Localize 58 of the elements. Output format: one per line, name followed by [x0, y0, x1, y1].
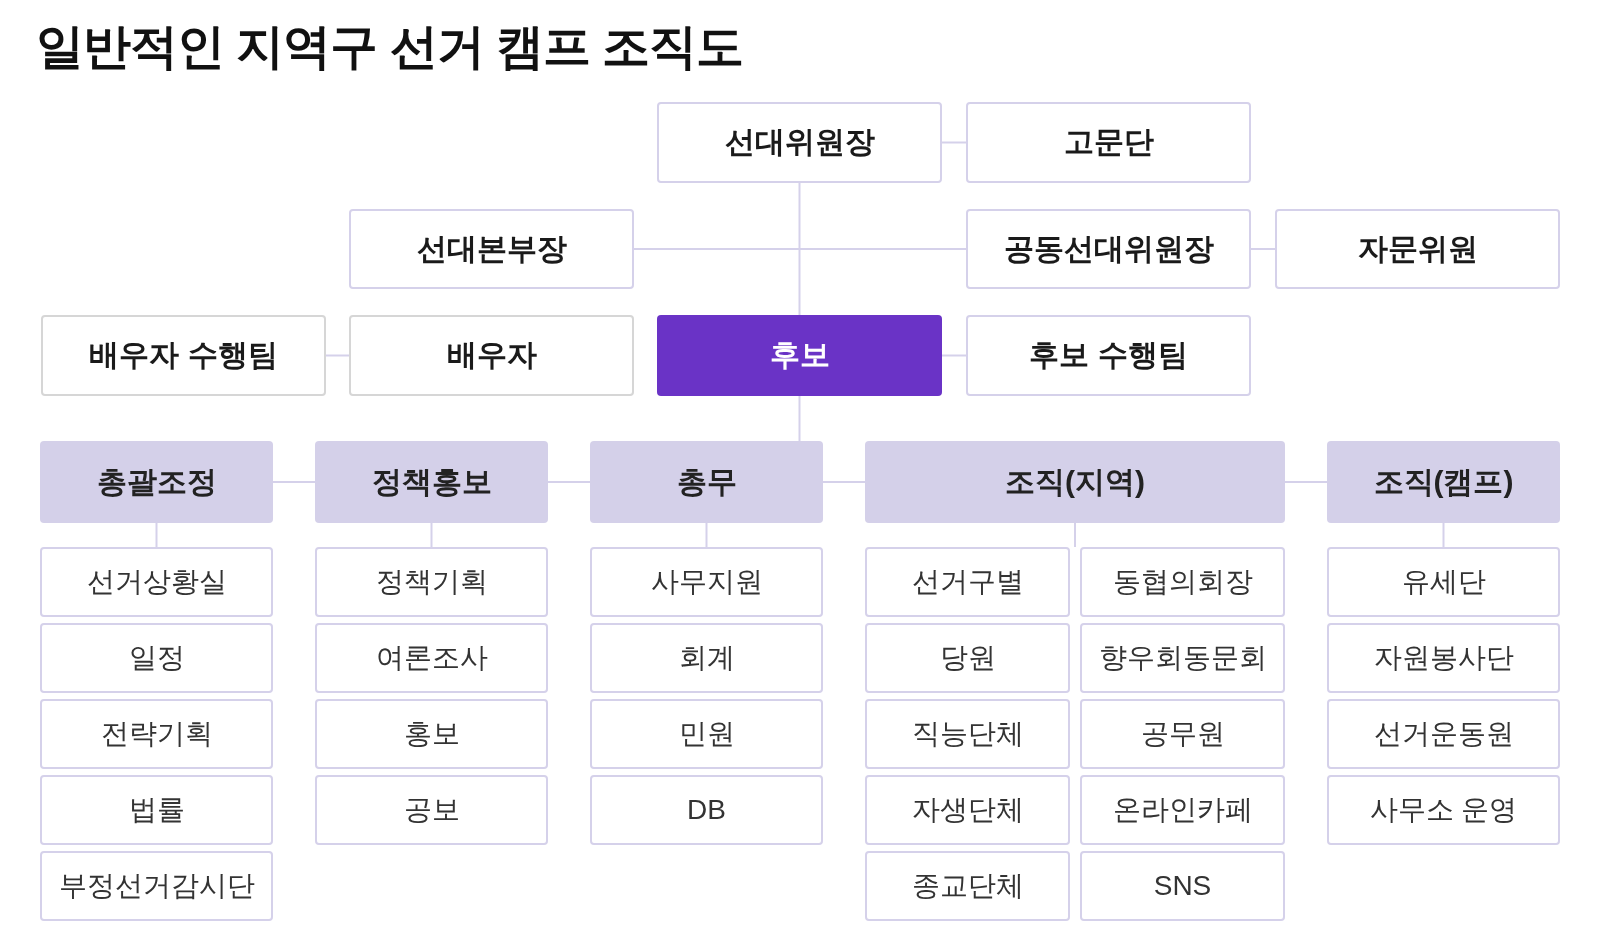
role-box: 선대본부장 — [349, 209, 634, 289]
team-box: 부정선거감시단 — [40, 851, 273, 921]
team-box: 사무소 운영 — [1327, 775, 1560, 845]
connector-line — [705, 522, 708, 548]
connector-line — [1442, 522, 1445, 548]
team-box: 여론조사 — [315, 623, 548, 693]
team-box: 향우회동문회 — [1080, 623, 1285, 693]
team-box: 선거운동원 — [1327, 699, 1560, 769]
role-box: 공동선대위원장 — [966, 209, 1251, 289]
connector-line — [1284, 481, 1328, 483]
team-box: SNS — [1080, 851, 1285, 921]
role-box: 자문위원 — [1275, 209, 1560, 289]
department-box: 조직(캠프) — [1327, 441, 1560, 523]
candidate-box: 후보 — [657, 315, 942, 396]
connector-line — [272, 481, 316, 483]
connector-line — [822, 481, 866, 483]
team-box: 유세단 — [1327, 547, 1560, 617]
title: 일반적인 지역구 선거 캠프 조직도 — [36, 19, 744, 75]
connector-line — [430, 522, 433, 548]
team-box: 선거상황실 — [40, 547, 273, 617]
team-box: 자원봉사단 — [1327, 623, 1560, 693]
team-box: 자생단체 — [865, 775, 1070, 845]
department-box: 조직(지역) — [865, 441, 1285, 523]
team-box: 민원 — [590, 699, 823, 769]
role-box: 고문단 — [966, 102, 1251, 183]
connector-line — [941, 141, 967, 144]
team-box: 일정 — [40, 623, 273, 693]
connector-line — [941, 354, 967, 357]
team-box: 법률 — [40, 775, 273, 845]
team-box: 당원 — [865, 623, 1070, 693]
team-box: 동협의회장 — [1080, 547, 1285, 617]
department-box: 정책홍보 — [315, 441, 548, 523]
connector-line — [155, 522, 158, 548]
connector-line — [798, 395, 801, 442]
connector-line — [798, 182, 801, 316]
role-box: 선대위원장 — [657, 102, 942, 183]
connector-line — [547, 481, 591, 483]
role-box: 후보 수행팀 — [966, 315, 1251, 396]
connector-line — [633, 248, 967, 250]
team-box: 정책기획 — [315, 547, 548, 617]
team-box: 선거구별 — [865, 547, 1070, 617]
team-box: 온라인카페 — [1080, 775, 1285, 845]
department-box: 총무 — [590, 441, 823, 523]
team-box: 회계 — [590, 623, 823, 693]
team-box: 사무지원 — [590, 547, 823, 617]
team-box: 공보 — [315, 775, 548, 845]
role-box: 배우자 수행팀 — [41, 315, 326, 396]
connector-line — [1250, 248, 1276, 250]
team-box: 공무원 — [1080, 699, 1285, 769]
team-box: 전략기획 — [40, 699, 273, 769]
role-box: 배우자 — [349, 315, 634, 396]
connector-line — [1074, 522, 1076, 548]
team-box: 직능단체 — [865, 699, 1070, 769]
connector-line — [325, 354, 350, 357]
team-box: 홍보 — [315, 699, 548, 769]
team-box: DB — [590, 775, 823, 845]
department-box: 총괄조정 — [40, 441, 273, 523]
team-box: 종교단체 — [865, 851, 1070, 921]
